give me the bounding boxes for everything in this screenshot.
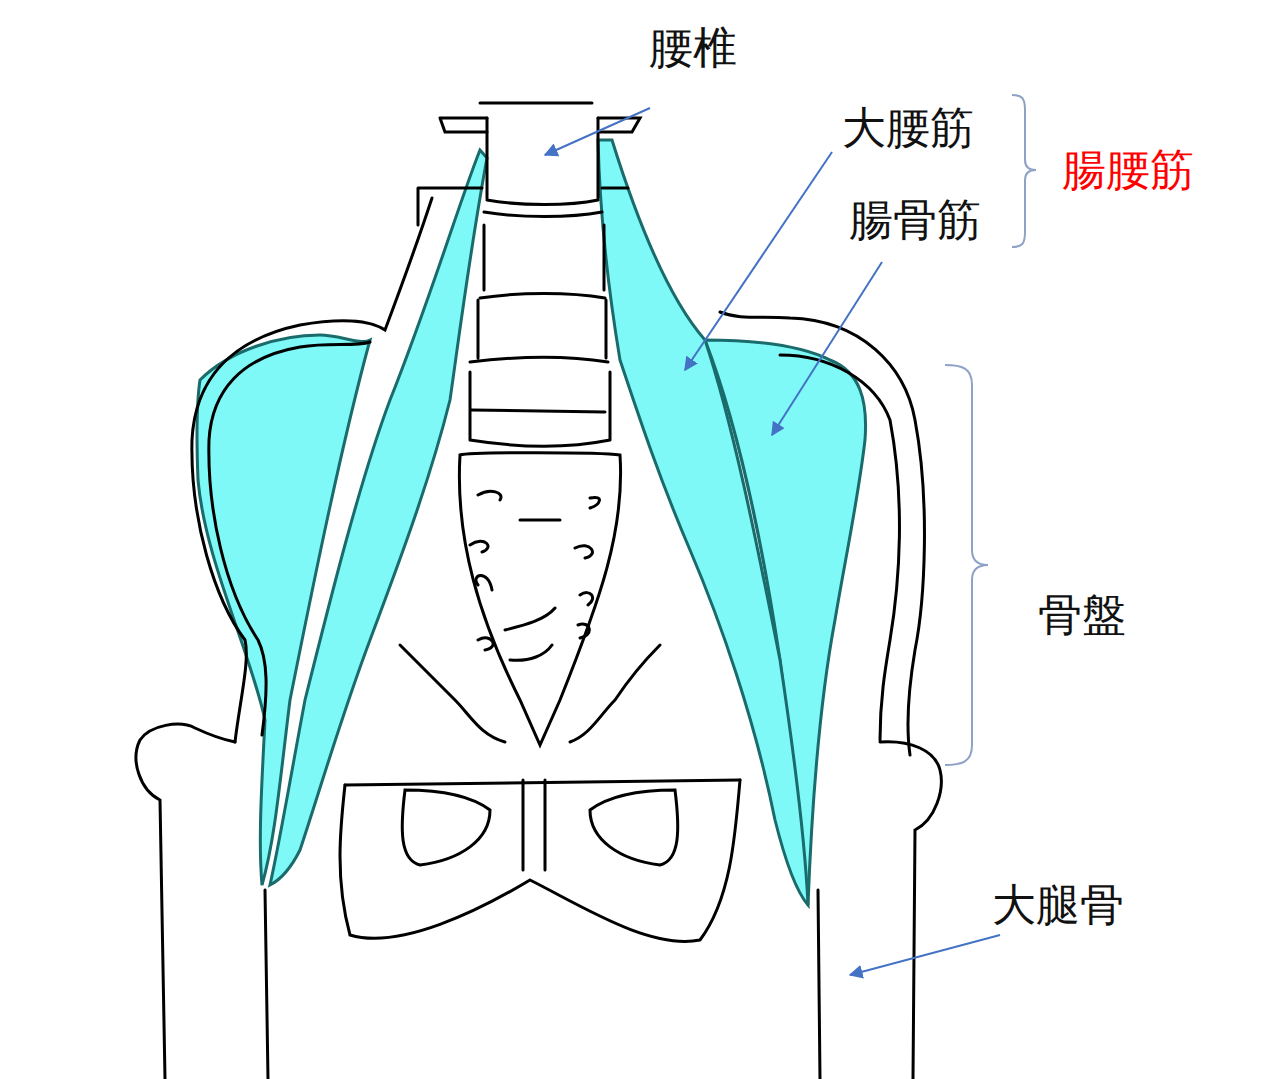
bracket: [945, 365, 988, 765]
leader-line: [685, 152, 832, 370]
part-label: 大腰筋: [839, 104, 977, 152]
femurs: [136, 724, 941, 1079]
muscles: [197, 140, 866, 905]
leaders: [545, 108, 1000, 975]
leader-line: [850, 935, 1000, 975]
part-label: 腰椎: [646, 24, 740, 72]
part-label: 大腿骨: [989, 881, 1127, 929]
left-psoas: [270, 150, 487, 885]
bracket: [1012, 95, 1036, 247]
leader-line: [772, 262, 882, 435]
leader-line: [545, 108, 650, 155]
lumbar-vertebrae: [418, 103, 640, 446]
pelvis: [192, 198, 925, 941]
bones: [136, 103, 941, 1079]
group-label: 腸腰筋: [1059, 146, 1197, 194]
part-label: 骨盤: [1035, 591, 1129, 639]
right-psoas: [598, 140, 808, 905]
part-label: 腸骨筋: [846, 196, 984, 244]
